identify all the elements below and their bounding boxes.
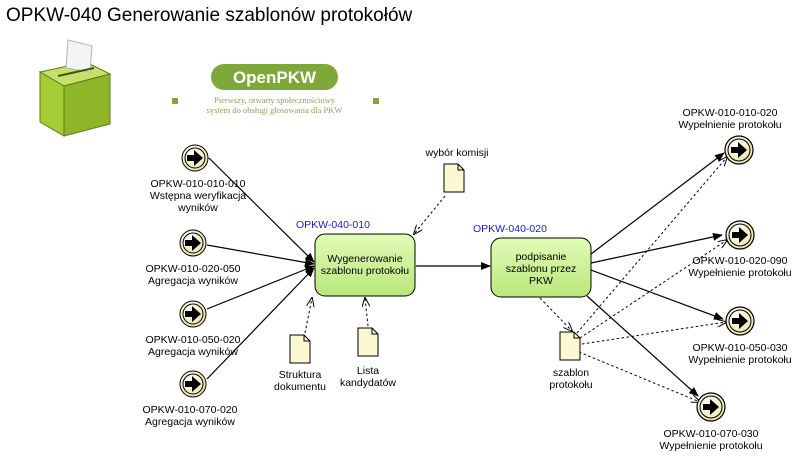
diagram-title: OPKW-040 Generowanie szablonów protokołó… (6, 5, 413, 26)
arrow-right-circle-icon (187, 150, 203, 166)
input-flows (206, 157, 315, 380)
logo-name: OpenPKW (233, 68, 317, 87)
association-edge (578, 351, 700, 402)
task-sign-template-line1: podpisanie (516, 251, 567, 263)
input-event-2-name: Agregacja wyników (148, 275, 238, 287)
association-edge (365, 298, 368, 327)
input-event-1-name-2: wyników (177, 202, 218, 214)
association-edge (581, 322, 726, 345)
arrow-right-circle-icon (185, 376, 201, 392)
ballot-box-icon (38, 39, 112, 137)
input-event-1: OPKW-010-010-010 Wstępna weryfikacja wyn… (150, 144, 246, 214)
logo-tagline-2: system do obsługi głosowania dla PKW (207, 105, 343, 115)
document-candidate-list: Lista kandydatów (340, 327, 396, 389)
document-candidate-list-line1: Lista (357, 365, 379, 377)
output-event-3: OPKW-010-050-030 Wypełnienie protokołu (688, 306, 792, 366)
document-protocol-template-line1: szablon (553, 367, 589, 379)
document-structure-line2: dokumentu (274, 381, 326, 393)
document-committee-selection-label: wybór komisji (424, 147, 488, 159)
arrow-right-circle-icon (732, 227, 748, 243)
task-generate-template-line1: Wygenerowanie (327, 253, 402, 265)
association-edge (539, 297, 572, 331)
arrow-right-circle-icon (185, 306, 201, 322)
output-flows (586, 152, 725, 397)
input-event-1-code: OPKW-010-010-010 (151, 178, 246, 190)
document-candidate-list-line2: kandydatów (340, 377, 396, 389)
output-event-1-name: Wypełnienie protokołu (678, 119, 781, 131)
task-sign-template-line2: szablonu przez (506, 263, 577, 275)
flow-edge (206, 244, 315, 267)
association-edge (576, 157, 727, 334)
arrow-right-circle-icon (703, 399, 719, 415)
logo-tagline-1: Pierwszy, otwarty społecznościowy (214, 95, 336, 105)
output-event-2: OPKW-010-020-090 Wypełnienie protokołu (688, 220, 792, 279)
output-event-2-name: Wypełnienie protokołu (688, 267, 791, 279)
output-event-3-name: Wypełnienie protokołu (688, 354, 791, 366)
task-sign-template: OPKW-040-020 podpisanie szablonu przez P… (473, 223, 592, 298)
document-committee-selection: wybór komisji (424, 147, 489, 193)
output-event-4: OPKW-010-070-030 Wypełnienie protokołu (659, 392, 763, 452)
task-sign-template-id: OPKW-040-020 (473, 223, 547, 235)
output-event-2-code: OPKW-010-020-090 (693, 255, 788, 267)
output-event-4-code: OPKW-010-070-030 (664, 428, 759, 440)
input-event-2-code: OPKW-010-020-050 (146, 263, 241, 275)
output-event-4-name: Wypełnienie protokołu (659, 440, 762, 452)
document-icon (443, 163, 465, 193)
output-event-3-code: OPKW-010-050-030 (693, 342, 788, 354)
document-icon (559, 331, 581, 361)
task-generate-template-line2: szablonu protokołu (321, 265, 409, 277)
input-event-1-name: Wstępna weryfikacja (150, 190, 246, 202)
flow-edge (590, 152, 725, 255)
flow-edge (206, 265, 315, 310)
flow-edge (206, 267, 315, 380)
flow-edge (586, 295, 699, 397)
flow-edge (208, 157, 315, 263)
arrow-right-circle-icon (731, 142, 747, 158)
task-sign-template-line3: PKW (529, 275, 553, 287)
flow-edge (590, 232, 723, 264)
document-icon (357, 327, 379, 357)
association-edge (304, 298, 312, 334)
input-event-3: OPKW-010-050-020 Agregacja wyników (146, 300, 241, 358)
task-generate-template: OPKW-040-010 Wygenerowanie szablonu prot… (296, 219, 416, 297)
openpkw-logo: OpenPKW Pierwszy, otwarty społecznościow… (172, 64, 379, 115)
association-edge (579, 240, 727, 339)
input-event-4-code: OPKW-010-070-020 (143, 404, 238, 416)
output-event-1-code: OPKW-010-010-020 (683, 107, 778, 119)
input-event-2: OPKW-010-020-050 Agregacja wyników (146, 229, 241, 287)
document-protocol-template-line2: protokołu (549, 379, 592, 391)
input-event-4: OPKW-010-070-020 Agregacja wyników (143, 370, 238, 428)
document-icon (289, 334, 311, 364)
task-generate-template-id: OPKW-040-010 (296, 219, 370, 231)
input-event-3-code: OPKW-010-050-020 (146, 334, 241, 346)
document-protocol-template: szablon protokołu (549, 331, 593, 391)
input-event-3-name: Agregacja wyników (148, 346, 238, 358)
flow-edge (590, 269, 724, 320)
document-structure: Struktura dokumentu (274, 334, 326, 393)
data-associations (304, 157, 727, 402)
association-edge (414, 195, 446, 234)
input-event-4-name: Agregacja wyników (145, 416, 235, 428)
output-event-1: OPKW-010-010-020 Wypełnienie protokołu (678, 107, 782, 165)
arrow-right-circle-icon (185, 235, 201, 251)
document-structure-line1: Struktura (279, 369, 322, 381)
arrow-right-circle-icon (732, 313, 748, 329)
